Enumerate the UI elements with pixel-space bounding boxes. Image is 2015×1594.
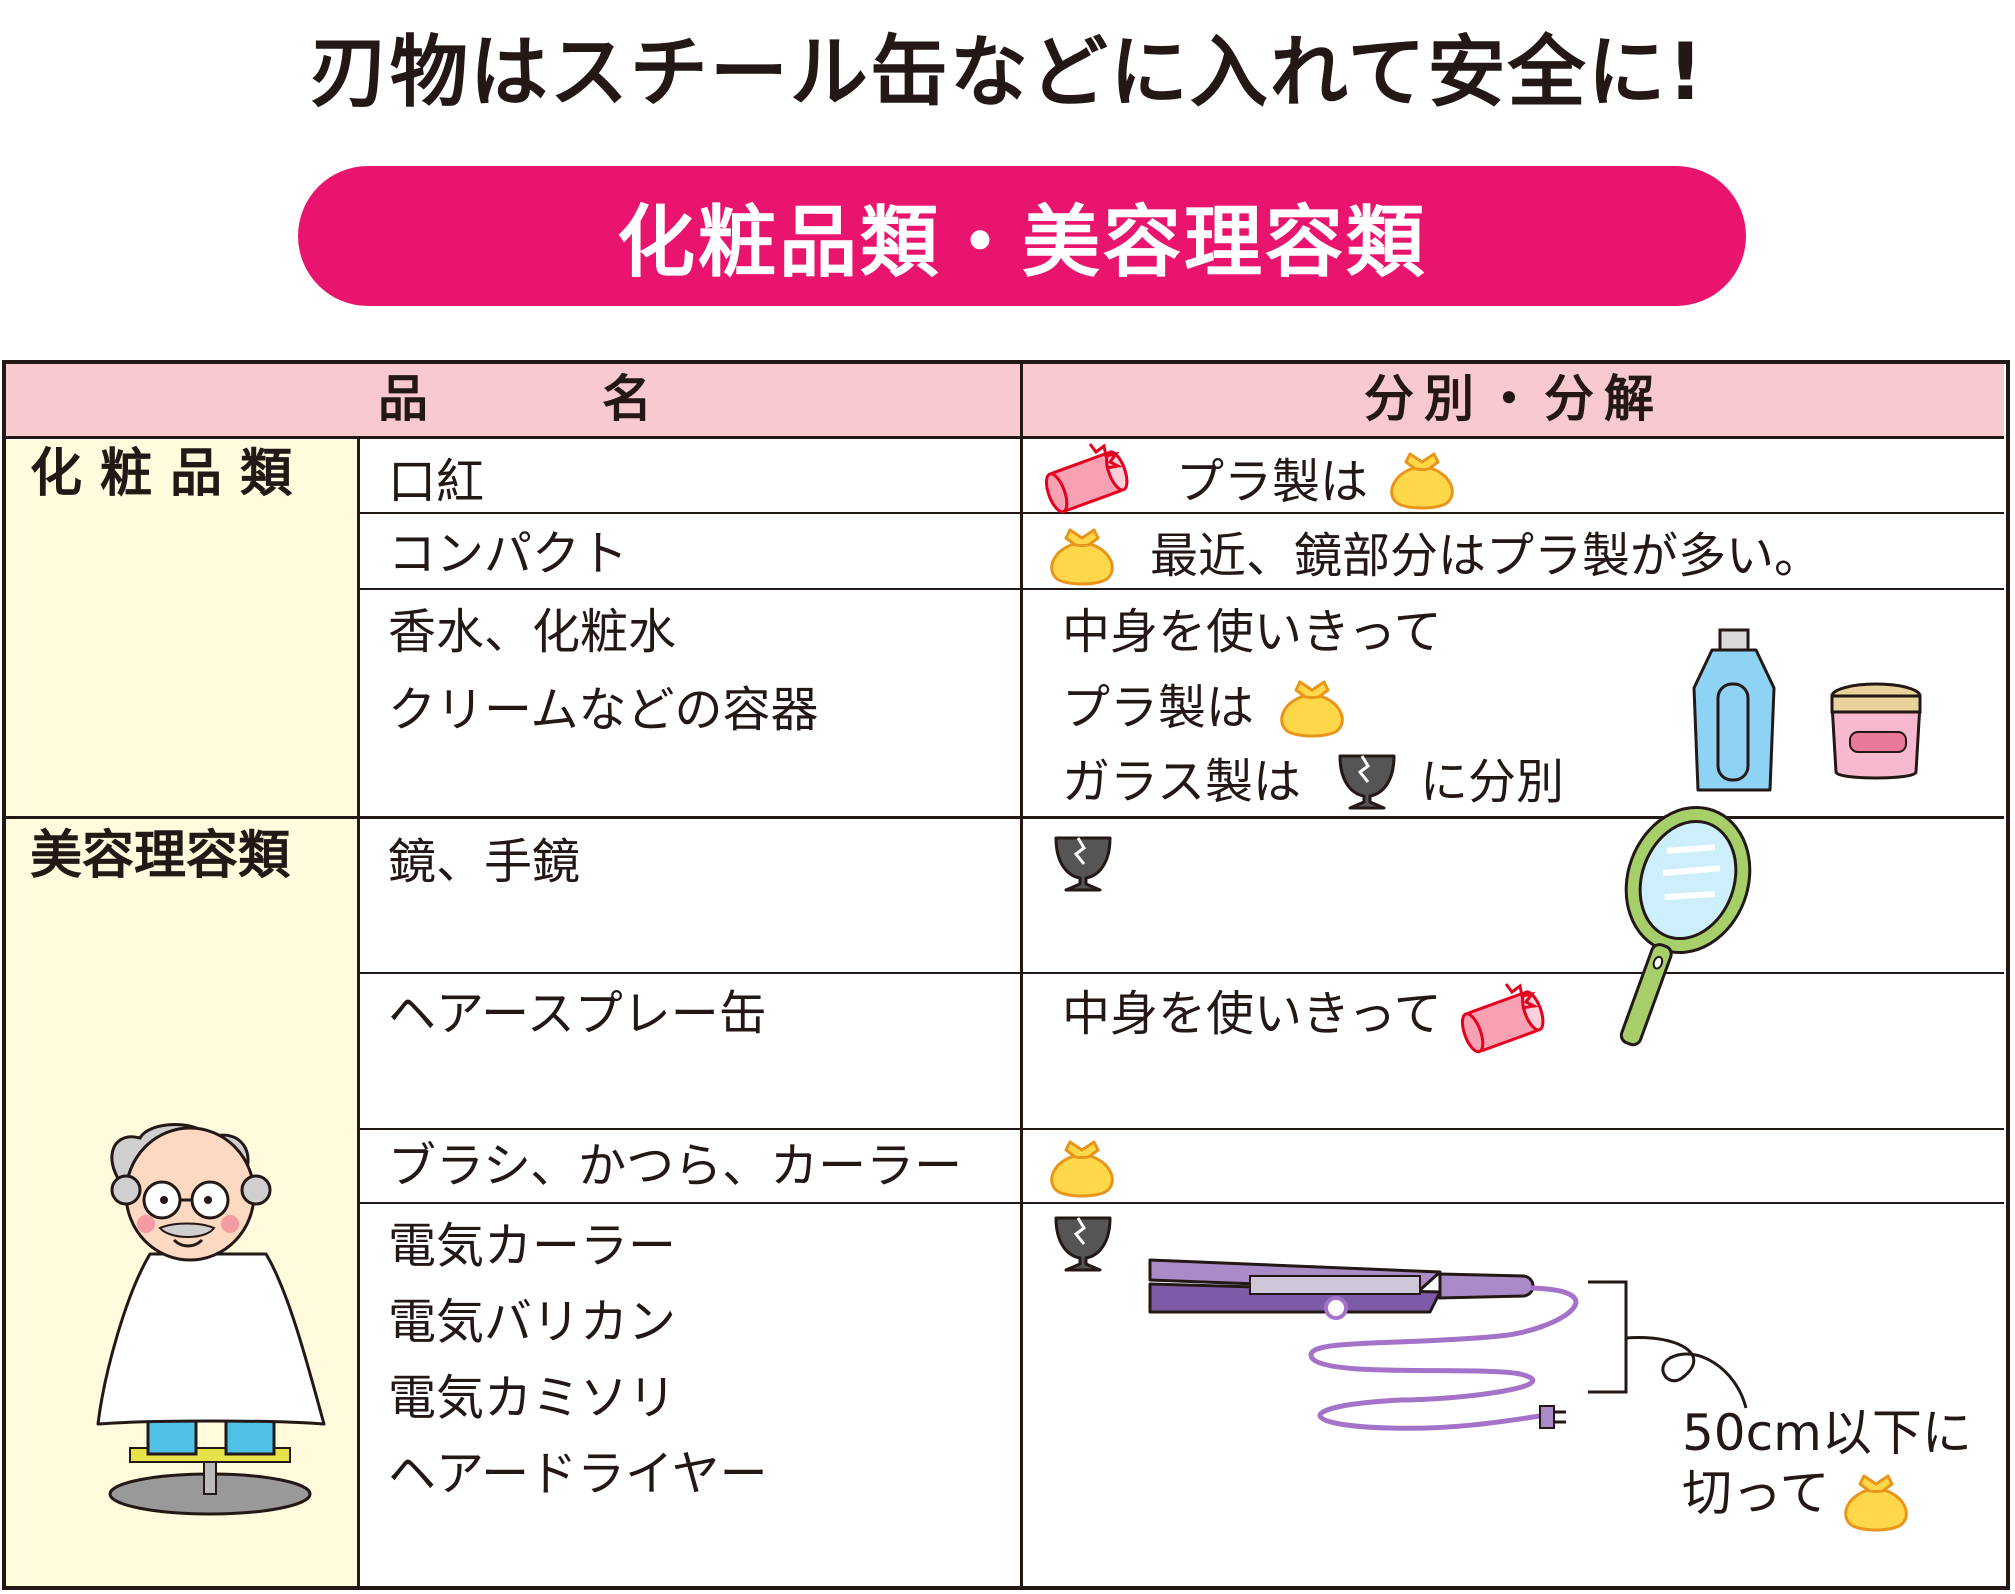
table-divider	[357, 438, 360, 1586]
item-compact: コンパクト	[388, 526, 629, 582]
item-lipstick: 口紅	[388, 454, 485, 510]
item-mirror: 鏡、手鏡	[388, 834, 581, 890]
category-beauty: 美容理容類	[30, 826, 291, 886]
page-headline: 刃物はスチール缶などに入れて安全に!	[309, 28, 1706, 118]
spray-can-icon	[1456, 982, 1549, 1056]
sort-compact: 最近、鏡部分はプラ製が多い。	[1150, 528, 1823, 584]
sort-perfume-line4: に分別	[1420, 754, 1565, 810]
sort-perfume-line2: プラ製は	[1062, 680, 1255, 736]
category-cosmetics: 化粧品類	[30, 444, 311, 504]
table-row-line	[358, 1128, 2004, 1130]
table-row-line	[358, 972, 2004, 974]
garbage-bag-icon	[1050, 1140, 1114, 1198]
table-row-line	[358, 1202, 2004, 1204]
item-perfume: 香水、化粧水	[388, 604, 677, 660]
table-divider	[1020, 364, 1023, 1586]
perfume-bottle-icon	[1692, 628, 1776, 792]
column-header-sort: 分別・分解	[1364, 370, 1664, 428]
broken-glass-icon	[1054, 836, 1112, 892]
table-row-line	[358, 512, 2004, 514]
garbage-bag-icon	[1844, 1474, 1908, 1532]
cord-cut-bracket	[1588, 1280, 1748, 1409]
table-divider	[4, 436, 2004, 439]
table-divider	[4, 816, 2004, 819]
item-brush: ブラシ、かつら、カーラー	[388, 1138, 963, 1194]
broken-glass-icon	[1054, 1216, 1112, 1272]
item-cream-container: クリームなどの容器	[388, 682, 819, 738]
garbage-bag-icon	[1390, 452, 1454, 510]
item-hairspray: ヘアースプレー缶	[388, 986, 767, 1042]
barber-customer-illustration	[96, 1123, 326, 1516]
item-hair-dryer: ヘアードライヤー	[388, 1446, 768, 1502]
sort-perfume-line3: ガラス製は	[1062, 754, 1302, 810]
garbage-bag-icon	[1280, 680, 1344, 738]
table-header-row	[4, 364, 2004, 436]
cord-note-line2: 切って	[1682, 1464, 1830, 1522]
section-title: 化粧品類・美容理容類	[616, 198, 1427, 288]
item-electric-curler: 電気カーラー	[388, 1218, 677, 1274]
table-row-line	[358, 588, 2004, 590]
garbage-bag-icon	[1050, 528, 1114, 586]
sort-hairspray: 中身を使いきって	[1062, 986, 1442, 1042]
sort-perfume-line1: 中身を使いきって	[1062, 604, 1442, 660]
item-electric-shaver: 電気カミソリ	[388, 1370, 677, 1426]
broken-glass-icon	[1338, 754, 1396, 810]
item-electric-clipper: 電気バリカン	[388, 1294, 677, 1350]
section-banner	[298, 166, 1746, 306]
cord-note-line1: 50cm以下に	[1682, 1404, 1972, 1462]
hand-mirror-icon	[1619, 805, 1752, 1047]
column-header-item: 品 名	[378, 370, 658, 428]
cream-jar-icon	[1830, 682, 1922, 780]
spray-can-icon	[1040, 442, 1133, 516]
sorting-table	[2, 360, 2010, 1590]
hair-iron-icon	[1148, 1258, 1579, 1431]
sort-lipstick: プラ製は	[1176, 454, 1369, 510]
